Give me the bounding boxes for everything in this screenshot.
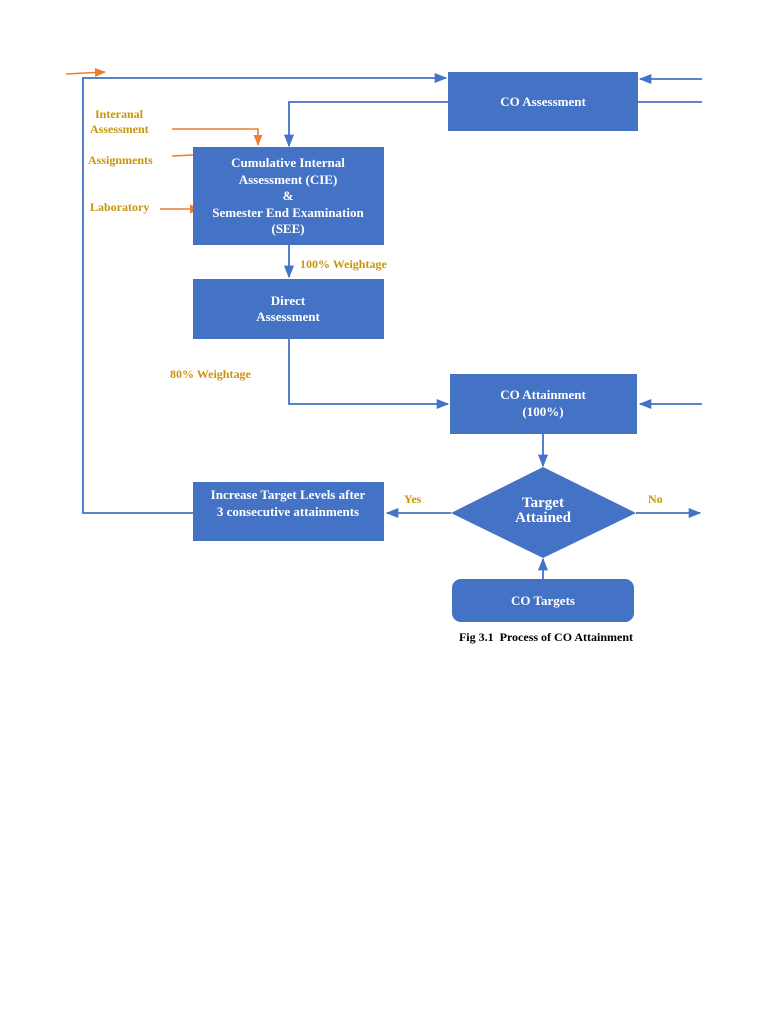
co-targets-box: CO Targets [452,579,634,622]
internal-assessment-arrow [172,128,263,147]
weightage-100-label: 100% Weightage [300,257,387,271]
cie-see-line-1: Cumulative Internal [231,155,345,170]
cie-see-box: Cumulative Internal Assessment (CIE) & S… [193,147,384,245]
co-targets-label: CO Targets [511,593,575,608]
increase-target-line-2: 3 consecutive attainments [217,504,359,519]
weightage-80-label: 80% Weightage [170,367,251,381]
internal-assessment-label-1: Interanal [95,107,144,121]
cie-see-line-5: (SEE) [271,221,304,236]
cie-see-line-2: Assessment (CIE) [239,172,338,187]
figure-caption: Fig 3.1 Process of CO Attainment [459,630,633,644]
laboratory-label: Laboratory [90,200,149,214]
cie-see-line-3: & [283,188,294,203]
target-attained-line-1: Target [522,495,564,511]
feedback-loop-arrow [82,72,448,514]
target-attained-diamond: Target Attained [451,467,636,558]
top-left-input-arrow [65,68,107,77]
target-attained-line-2: Attained [515,510,571,526]
increase-target-box: Increase Target Levels after 3 consecuti… [193,482,384,541]
direct-assessment-box: Direct Assessment [193,279,384,339]
yes-label: Yes [404,492,422,506]
direct-assessment-line-2: Assessment [256,309,320,324]
co-assessment-to-cie-arrow [283,101,448,148]
direct-assessment-line-1: Direct [271,293,306,308]
direct-to-attainment-arrow [288,339,450,410]
co-attainment-line-1: CO Attainment [500,387,586,402]
co-attainment-line-2: (100%) [522,404,563,419]
co-attainment-box: CO Attainment (100%) [450,374,637,434]
assignments-label: Assignments [88,153,153,167]
connectors [82,72,702,579]
internal-assessment-label-2: Assessment [90,122,149,136]
co-assessment-box: CO Assessment [448,72,638,131]
no-label: No [648,492,663,506]
co-assessment-label: CO Assessment [500,94,586,109]
cie-see-line-4: Semester End Examination [212,205,364,220]
increase-target-line-1: Increase Target Levels after [211,487,366,502]
